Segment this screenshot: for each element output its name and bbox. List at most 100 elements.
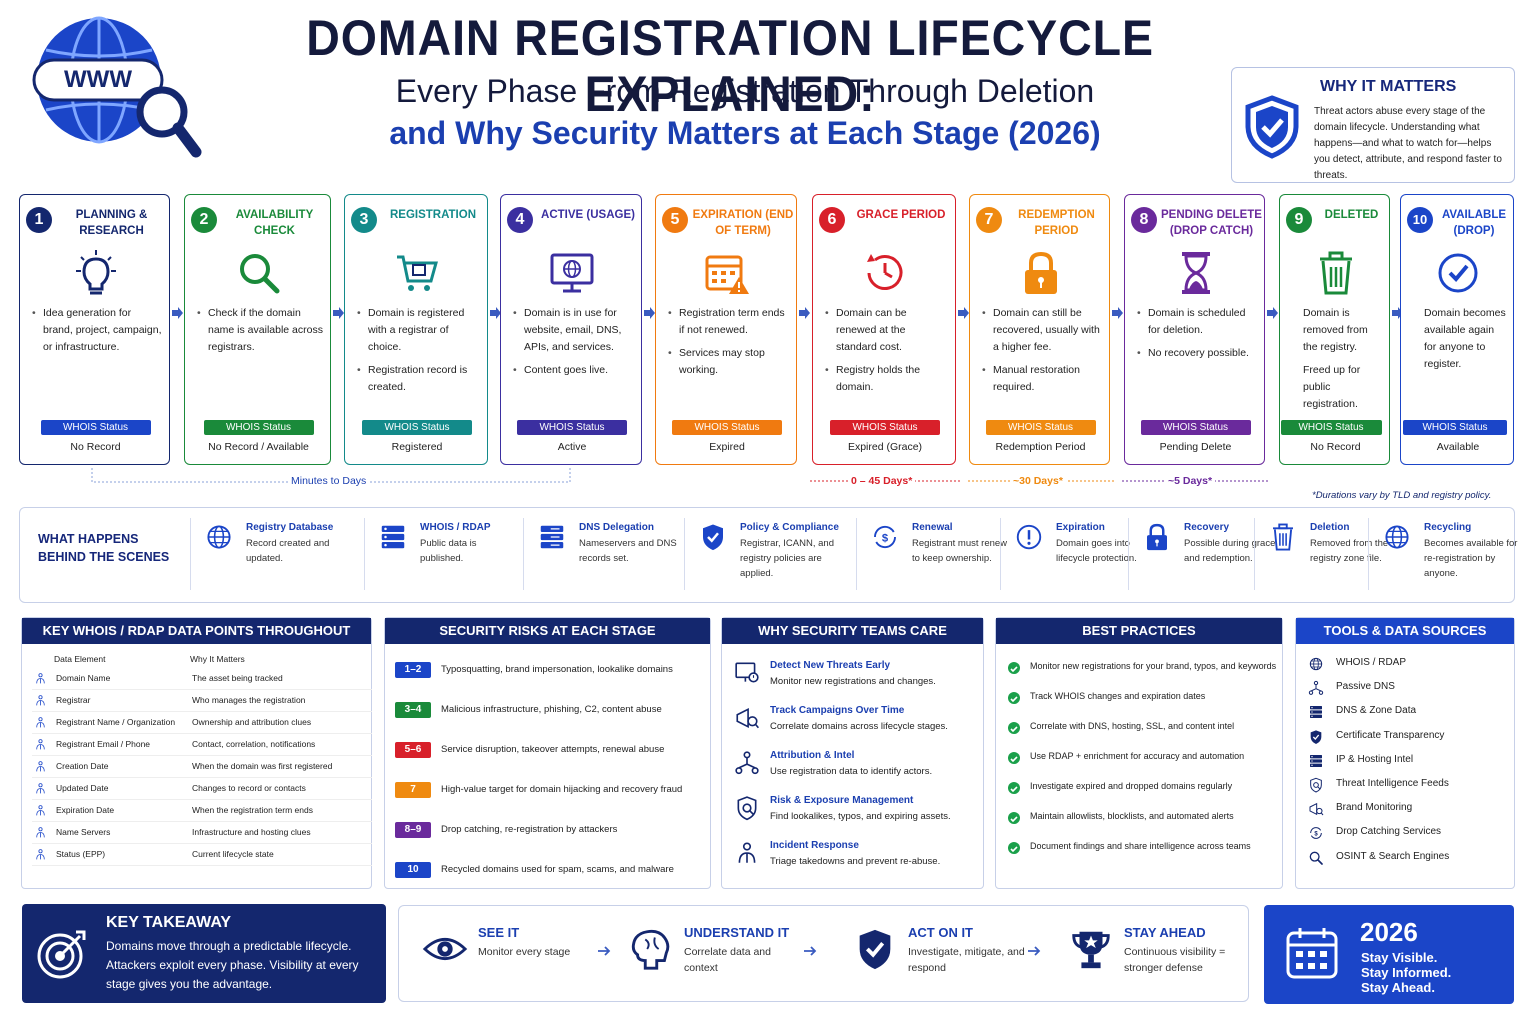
duration-brackets <box>91 468 1268 483</box>
behind-the-scenes-panel <box>19 507 1515 603</box>
best-practice-row: Maintain allowlists, blocklists, and aut… <box>1006 810 1278 828</box>
phase-title: PENDING DELETE (DROP CATCH) <box>1161 209 1262 237</box>
phase-number: 8 <box>1131 207 1157 233</box>
whois-status-badge: WHOIS Status <box>203 420 314 435</box>
best-practices-box: BEST PRACTICES Monitor new registrations… <box>995 617 1283 889</box>
phase-description: Domain is in use for website, email, DNS… <box>513 305 635 385</box>
check-icon <box>1008 842 1020 854</box>
behind-item-desc: Registrar, ICANN, and registry policies … <box>740 538 834 579</box>
magnifier-icon <box>235 249 283 297</box>
behind-item-title: Deletion <box>1310 522 1350 533</box>
row-icon <box>34 694 47 709</box>
phase-bullet: Domain can be renewed at the standard co… <box>825 305 949 356</box>
phase-number: 9 <box>1286 207 1312 233</box>
eye-icon <box>422 926 468 977</box>
globe-icon <box>1308 656 1324 677</box>
globe-icon <box>1382 522 1412 557</box>
phase-description: Registration term ends if not renewed.Se… <box>668 305 790 385</box>
whois-why: Ownership and attribution clues <box>192 717 312 727</box>
risk-text: Typosquatting, brand impersonation, look… <box>441 664 673 675</box>
tool-row: Certificate Transparency <box>1308 729 1508 747</box>
best-practice-row: Monitor new registrations for your brand… <box>1006 660 1278 678</box>
whois-element: Status (EPP) <box>56 849 106 859</box>
page-subtitle-highlight: and Why Security Matters at Each Stage (… <box>389 115 1101 151</box>
risk-stage-badge: 7 <box>395 782 431 798</box>
row-icon <box>34 716 47 731</box>
risk-text: Service disruption, takeover attempts, r… <box>441 744 665 755</box>
behind-item-title: DNS Delegation <box>579 522 655 533</box>
trash-icon <box>1312 249 1360 297</box>
arrow-right-icon <box>332 306 346 319</box>
behind-item-desc: Registrant must renew to keep ownership. <box>912 538 1008 564</box>
step-title: ACT ON IT <box>908 925 973 940</box>
divider <box>1000 518 1001 590</box>
duration-pending: ~5 Days* <box>1165 475 1216 487</box>
phase-bullet: Domain becomes available again for anyon… <box>1424 307 1506 370</box>
phase-title: DELETED <box>1324 209 1379 221</box>
risk-stage-badge: 3–4 <box>395 702 431 718</box>
cart-icon <box>393 249 441 297</box>
care-text: Triage takedowns and prevent re-abuse. <box>770 856 941 867</box>
whois-why: Contact, correlation, notifications <box>192 739 316 749</box>
behind-item-title: Registry Database <box>246 522 334 533</box>
year-number: 2026 <box>1360 917 1418 947</box>
page-subtitle: Every Phase From Registration Through De… <box>395 73 1095 109</box>
whois-box-header: KEY WHOIS / RDAP DATA POINTS THROUGHOUT <box>22 618 371 644</box>
tool-row: WHOIS / RDAP <box>1308 656 1508 674</box>
phase-number: 10 <box>1407 207 1433 233</box>
phase-description: Domain can still be recovered, usually w… <box>982 305 1103 402</box>
whois-element: Updated Date <box>56 783 109 793</box>
whois-element: Registrar <box>56 695 91 705</box>
whois-status-value: No Record / Available <box>208 441 309 453</box>
whois-status-badge: WHOIS Status <box>985 420 1096 435</box>
lock-icon <box>1017 249 1065 297</box>
care-title: Incident Response <box>770 840 859 851</box>
best-practice-row: Correlate with DNS, hosting, SSL, and co… <box>1006 720 1278 738</box>
risk-stage-badge: 5–6 <box>395 742 431 758</box>
divider <box>1254 518 1255 590</box>
logo-www-text: WWW <box>64 66 132 93</box>
incident-icon <box>734 840 760 871</box>
whois-element: Name Servers <box>56 827 111 837</box>
arrow-right-icon <box>1111 306 1125 319</box>
phase-card-10: 10 AVAILABLE (DROP) Domain becomes availab… <box>1400 194 1514 465</box>
phase-card-9: 9 DELETED Domain is removed from the regis… <box>1279 194 1390 465</box>
campaign-icon <box>1308 801 1324 822</box>
behind-item-desc: Domain goes into lifecycle protection. <box>1056 538 1137 564</box>
whois-status-badge: WHOIS Status <box>517 420 627 435</box>
best-practice-row: Use RDAP + enrichment for accuracy and a… <box>1006 750 1278 768</box>
year-line1: Stay Visible. <box>1361 950 1438 965</box>
whois-status-badge: WHOIS Status <box>362 420 472 435</box>
phase-bullet: Domain is removed from the registry. <box>1303 307 1368 353</box>
phase-title: AVAILABLE (DROP) <box>1441 209 1507 237</box>
step-text: Monitor every stage <box>478 946 571 958</box>
phase-title: GRACE PERIOD <box>856 209 946 221</box>
phase-bullet: Registry holds the domain. <box>825 362 949 396</box>
row-icon <box>34 760 47 775</box>
target-icon <box>36 928 88 980</box>
phase-title: ACTIVE (USAGE) <box>541 209 635 221</box>
tool-name: Certificate Transparency <box>1336 729 1445 741</box>
monitor-globe-icon <box>548 249 596 297</box>
server-icon <box>1308 753 1324 774</box>
risk-text: Malicious infrastructure, phishing, C2, … <box>441 704 662 715</box>
step-text: Investigate, mitigate, and respond <box>908 946 1025 974</box>
tool-name: WHOIS / RDAP <box>1336 657 1407 668</box>
row-icon <box>34 848 47 863</box>
